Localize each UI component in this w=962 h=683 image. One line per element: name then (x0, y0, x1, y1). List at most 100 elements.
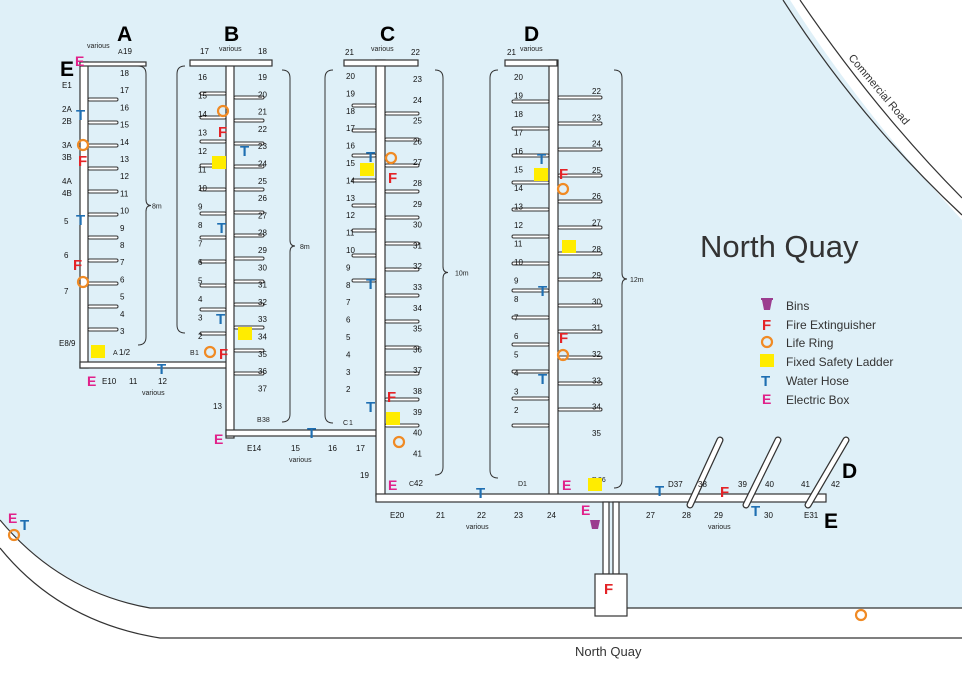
finger-b-left (199, 211, 227, 216)
berth-number: 33 (413, 283, 422, 292)
finger-d-right (557, 121, 603, 126)
various-label: various (142, 390, 165, 397)
bins-icon (590, 520, 600, 529)
finger-c-left (351, 203, 377, 208)
berth-number: 12 (514, 221, 523, 230)
finger-d-right (557, 381, 603, 386)
finger-b-right (233, 348, 265, 353)
water-hose-icon: T (655, 483, 664, 500)
berth-number: 12 (346, 211, 355, 220)
shore-building (594, 573, 628, 617)
berth-number: 22 (411, 48, 420, 57)
berth-number: 15 (346, 159, 355, 168)
berth-number: 28 (258, 229, 267, 238)
fire-extinguisher-icon: F (78, 153, 87, 170)
electric-box-icon: E (87, 373, 96, 389)
berth-number: 4 (120, 310, 125, 319)
berth-number: 36 (413, 345, 422, 354)
finger-c-right (384, 267, 420, 272)
berth-number: 8 (198, 221, 203, 230)
berth-number: 37 (413, 366, 422, 375)
water-hose-icon: T (20, 517, 29, 534)
berth-number: 32 (592, 350, 601, 359)
berth-number: 6 (64, 251, 69, 260)
legend-label: Electric Box (786, 393, 849, 407)
ladder-icon (212, 156, 226, 169)
finger-d-left (511, 261, 550, 266)
width-label: 10m (455, 271, 469, 278)
berth-number: 17 (120, 86, 129, 95)
ladder-icon (760, 354, 774, 367)
berth-number: 38 (698, 480, 707, 489)
berth-number: 8 (514, 295, 519, 304)
berth-number: 18 (120, 69, 129, 78)
fire-extinguisher-icon: F (720, 484, 729, 501)
berth-number: 7 (120, 258, 125, 267)
berth-number: 17 (356, 444, 365, 453)
width-bracket (324, 69, 334, 424)
ladder-icon (534, 168, 548, 181)
berth-number: 1/2 (119, 348, 131, 357)
finger-c-right (384, 163, 420, 168)
legend-label: Fixed Safety Ladder (786, 355, 893, 369)
legend-item-fire: F Fire Extinguisher (762, 317, 876, 334)
finger-b-right (233, 187, 265, 192)
berth-number: 30 (764, 511, 773, 520)
berth-number: 13 (514, 203, 523, 212)
various-label: various (466, 524, 489, 531)
main-spine (375, 493, 827, 503)
berth-number: 2B (62, 117, 72, 126)
ladder-icon (588, 478, 602, 491)
berth-number: 11 (198, 166, 207, 175)
berth-number: 5 (346, 333, 351, 342)
berth-number: 5 (120, 293, 125, 302)
finger-b-right (233, 118, 265, 123)
berth-number: 6 (346, 316, 351, 325)
berth-number: 12 (198, 147, 207, 156)
ladder-icon (238, 327, 252, 340)
berth-number: 21 (258, 108, 267, 117)
berth-number: 5 (64, 217, 69, 226)
fire-extinguisher-icon: F (218, 124, 227, 141)
berth-number: 26 (258, 194, 267, 203)
berth-number: 29 (592, 271, 601, 280)
spine-b-c (225, 429, 381, 437)
berth-number: 39 (413, 408, 422, 417)
legend-item-ladder: Fixed Safety Ladder (760, 354, 893, 369)
berth-number: 31 (258, 281, 267, 290)
water-hose-icon: T (537, 151, 546, 168)
berth-number: 21 (507, 48, 516, 57)
pier-letter-b: B (224, 23, 239, 46)
berth-number: 18 (258, 47, 267, 56)
berth-number: E14 (247, 444, 262, 453)
water-hose-icon: T (157, 361, 166, 378)
water-hose-icon: T (366, 276, 375, 293)
finger-a (87, 212, 119, 217)
berth-number: D37 (668, 480, 683, 489)
finger-c-right (384, 189, 420, 194)
finger-a (87, 258, 119, 263)
berth-number: B (190, 350, 195, 357)
water-hose-icon: T (217, 220, 226, 237)
fire-extinguisher-icon: F (387, 389, 396, 406)
water-hose-icon: T (761, 373, 770, 390)
life-ring-icon (76, 138, 90, 152)
water-hose-icon: T (366, 399, 375, 416)
pontoon-d-top (504, 59, 558, 67)
life-ring-icon (7, 528, 21, 542)
finger-c-left (351, 253, 377, 258)
berth-number: 13 (213, 402, 222, 411)
berth-number: 4B (62, 189, 72, 198)
berth-number: E8/9 (59, 339, 76, 348)
fire-extinguisher-icon: F (559, 330, 568, 347)
berth-number: 16 (328, 444, 337, 453)
berth-number: E31 (804, 511, 819, 520)
berth-number: 16 (346, 142, 355, 151)
fire-extinguisher-icon: F (559, 166, 568, 183)
finger-c-right (384, 215, 420, 220)
ladder-icon (562, 240, 576, 253)
berth-number: 42 (414, 479, 423, 488)
pier-letter-a: A (117, 23, 132, 46)
berth-number: 10 (120, 207, 129, 216)
